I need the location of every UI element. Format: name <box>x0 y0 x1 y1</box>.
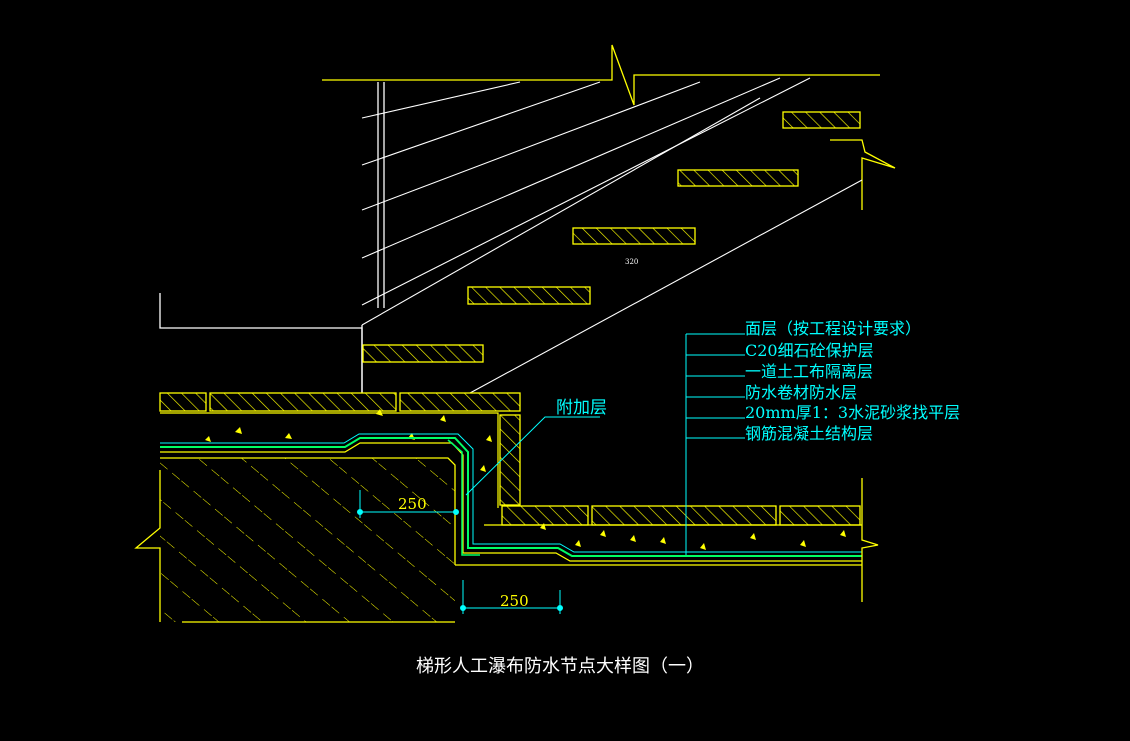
tiny-mark: 320 <box>625 258 638 266</box>
dimension-upper <box>357 490 459 518</box>
stair-structure <box>159 44 896 394</box>
dimension-lower <box>460 580 563 614</box>
step-4 <box>467 286 591 305</box>
layer-label-leveling: 20mm厚1：3水泥砂浆找平层 <box>745 403 960 422</box>
concrete-protection <box>160 412 862 526</box>
lower-pavement <box>501 505 861 526</box>
layer-label-membrane: 防水卷材防水层 <box>745 383 857 402</box>
layer-label-protection: C20细石砼保护层 <box>745 341 874 360</box>
drawing-title: 梯形人工瀑布防水节点大样图（一） <box>416 656 704 677</box>
layer-legend-lines <box>685 333 745 555</box>
step-2 <box>677 169 799 187</box>
layer-legend: 面层（按工程设计要求） C20细石砼保护层 一道土工布隔离层 防水卷材防水层 2… <box>745 319 960 443</box>
dimension-lower-value: 250 <box>500 592 529 610</box>
rc-structure <box>134 457 879 623</box>
dimension-upper-value: 250 <box>398 495 427 513</box>
layer-label-structure: 钢筋混凝土结构层 <box>745 424 873 443</box>
layer-label-surface: 面层（按工程设计要求） <box>745 319 921 338</box>
step-1 <box>782 111 861 129</box>
callout-additional-layer: 附加层 <box>556 398 607 418</box>
callout-leader <box>465 416 600 496</box>
step-3 <box>572 227 696 245</box>
waterproof-membrane <box>160 433 862 562</box>
layer-label-geotextile: 一道土工布隔离层 <box>745 362 873 381</box>
stair-steps <box>362 111 861 363</box>
upper-pavement <box>159 392 521 506</box>
step-5 <box>362 344 484 363</box>
